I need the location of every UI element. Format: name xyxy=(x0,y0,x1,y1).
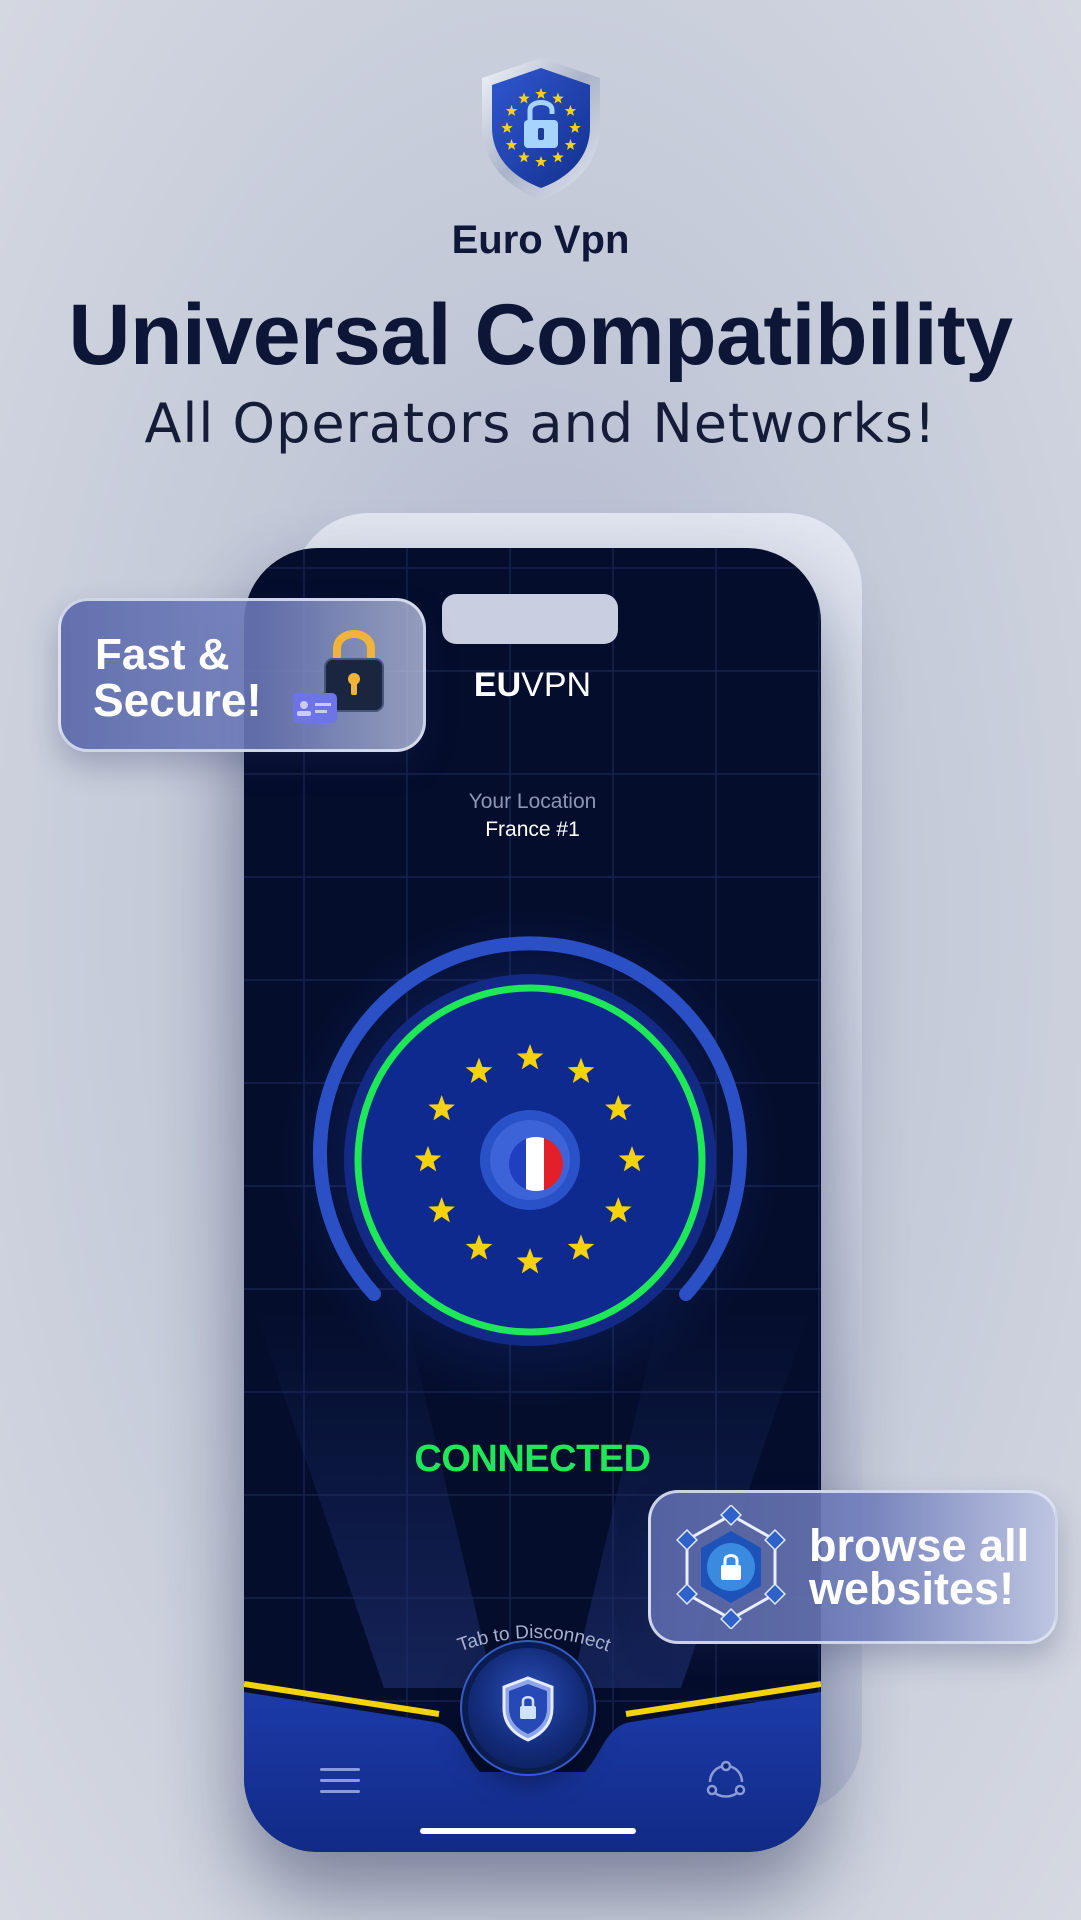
logo-star-icon xyxy=(505,139,518,150)
eu-star-icon xyxy=(428,1197,455,1223)
fast-badge-line1: Fast & xyxy=(95,630,230,679)
logo-star-icon xyxy=(564,139,577,150)
share-icon[interactable] xyxy=(706,1760,746,1800)
padlock-icon xyxy=(293,630,384,723)
background-grid xyxy=(244,548,821,1852)
logo-star-icon xyxy=(552,92,564,104)
logo-star-icon xyxy=(552,151,564,163)
phone-notch xyxy=(442,594,618,644)
eu-star-icon xyxy=(567,1057,595,1083)
eu-star-icon xyxy=(428,1095,455,1121)
logo-star-icon xyxy=(564,105,577,116)
logo-star-icon xyxy=(501,122,513,133)
location-value[interactable]: France #1 xyxy=(485,818,580,841)
eu-star-icon xyxy=(605,1095,632,1121)
eu-star-icon xyxy=(414,1146,442,1172)
eu-star-icon xyxy=(465,1234,493,1260)
screen-brand: EUVPN xyxy=(473,666,592,704)
app-logo-shield-icon xyxy=(482,58,600,200)
network-lock-icon xyxy=(676,1505,786,1629)
eu-star-icon xyxy=(516,1044,544,1070)
eu-star-icon xyxy=(567,1234,595,1260)
phone-screen: EUVPN Your Location France #1 CONNECTED … xyxy=(244,548,821,1852)
connection-status: CONNECTED xyxy=(414,1438,651,1480)
fast-badge-line2: Secure! xyxy=(93,674,262,726)
logo-star-icon xyxy=(569,122,581,133)
browse-badge-line1: browse all xyxy=(809,1520,1030,1571)
disconnect-button[interactable] xyxy=(468,1648,588,1768)
eu-star-icon xyxy=(516,1248,544,1274)
logo-star-icon xyxy=(518,151,530,163)
eu-star-icon xyxy=(605,1197,632,1223)
logo-star-icon xyxy=(535,156,547,167)
logo-star-icon xyxy=(535,88,547,99)
hamburger-menu-icon[interactable] xyxy=(320,1766,360,1796)
bottom-navigation-bar xyxy=(244,1681,821,1852)
eu-star-icon xyxy=(465,1057,493,1083)
browse-websites-badge: browse all websites! xyxy=(648,1490,1058,1644)
logo-star-icon xyxy=(518,92,530,104)
shield-lock-icon xyxy=(502,1676,554,1742)
promo-subline: All Operators and Networks! xyxy=(144,392,937,455)
browse-badge-line2: websites! xyxy=(809,1563,1015,1614)
logo-star-icon xyxy=(505,105,518,116)
promo-headline: Universal Compatibility xyxy=(68,287,1013,383)
eu-star-icon xyxy=(618,1146,646,1172)
home-indicator xyxy=(420,1828,636,1834)
location-label: Your Location xyxy=(468,790,597,813)
fast-secure-badge: Fast & Secure! xyxy=(58,598,426,752)
app-name: Euro Vpn xyxy=(451,218,630,262)
